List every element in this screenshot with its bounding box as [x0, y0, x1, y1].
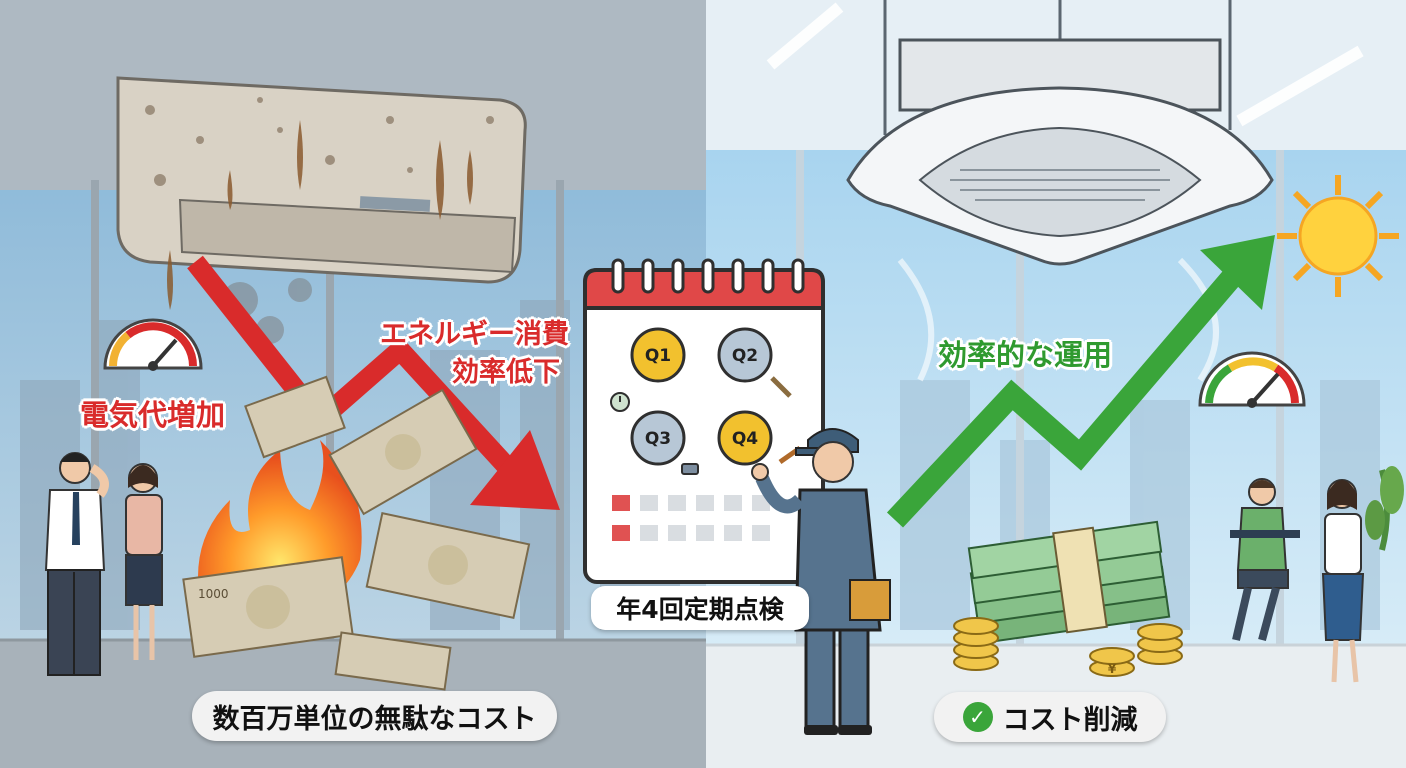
wasted-cost-text: 数百万単位の無駄なコスト — [212, 703, 537, 735]
check-circle-icon: ✓ — [962, 702, 993, 732]
clock-icon — [610, 392, 630, 412]
money-savings-illustration: ¥ — [953, 520, 1183, 677]
quarter-q1: Q1 — [630, 327, 686, 383]
quarter-q4-label: Q4 — [732, 429, 758, 449]
plug-icon — [681, 463, 699, 475]
wasted-cost-caption: 数百万単位の無駄なコスト — [192, 691, 557, 741]
dirty-wall-air-conditioner — [116, 76, 527, 344]
red-gauge-icon — [103, 318, 203, 371]
quarter-q2-label: Q2 — [732, 346, 758, 366]
efficiency-drop-label: 効率低下 — [452, 357, 560, 388]
yen-coin-symbol: ¥ — [1108, 662, 1117, 676]
cost-reduction-caption: ✓ コスト削減 — [934, 692, 1166, 742]
efficient-operation-label: 効率的な運用 — [938, 338, 1113, 372]
worried-woman — [125, 463, 163, 660]
electricity-cost-increase-label: 電気代増加 — [80, 398, 226, 432]
quarter-q4: Q4 — [717, 410, 773, 466]
rising-arrow — [886, 235, 1275, 528]
office-plant — [1365, 466, 1404, 551]
worried-man — [44, 452, 109, 676]
declining-arrow — [187, 255, 560, 510]
quarter-q3: Q3 — [630, 410, 686, 466]
relaxed-man — [1230, 478, 1300, 642]
burning-money-illustration: 1000 — [182, 375, 531, 691]
quarter-q1-label: Q1 — [645, 346, 671, 366]
sun-icon — [1277, 175, 1399, 297]
green-gauge-icon — [1198, 351, 1306, 408]
calendar-day-grid — [612, 495, 770, 541]
quarterly-inspection-caption: 年4回定期点検 — [591, 586, 809, 630]
clean-ceiling-air-conditioner — [846, 0, 1274, 382]
energy-consumption-label: エネルギー消費 — [380, 319, 569, 350]
wrench-icon — [770, 376, 792, 398]
relaxed-woman — [1321, 479, 1365, 683]
cost-reduction-text: コスト削減 — [1002, 704, 1138, 736]
maintenance-technician — [751, 428, 891, 735]
quarterly-calendar: Q1 Q2 Q3 Q4 — [583, 258, 825, 584]
quarterly-inspection-text: 年4回定期点検 — [616, 595, 784, 624]
quarter-q3-label: Q3 — [645, 429, 671, 449]
banknote-number: 1000 — [198, 587, 229, 601]
quarter-q2: Q2 — [717, 327, 773, 383]
